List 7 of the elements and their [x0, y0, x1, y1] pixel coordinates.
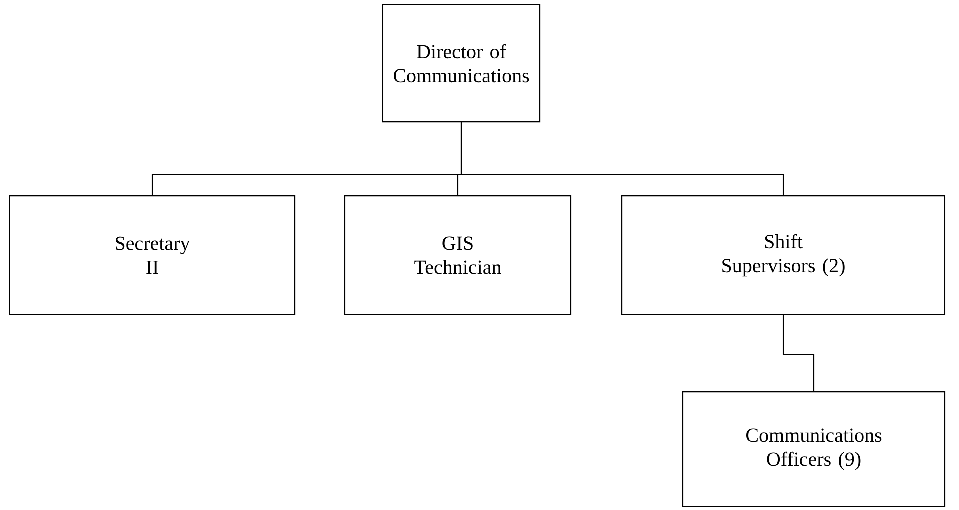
org-box: Communications Officers (9): [682, 392, 946, 508]
connector-line: [782, 316, 815, 392]
org-box: Secretary II: [9, 196, 296, 316]
org-box: Director of Communications: [382, 4, 541, 123]
connector-line: [460, 122, 784, 196]
org-box: Shift Supervisors (2): [622, 196, 946, 316]
org-box: GIS Technician: [344, 196, 572, 316]
